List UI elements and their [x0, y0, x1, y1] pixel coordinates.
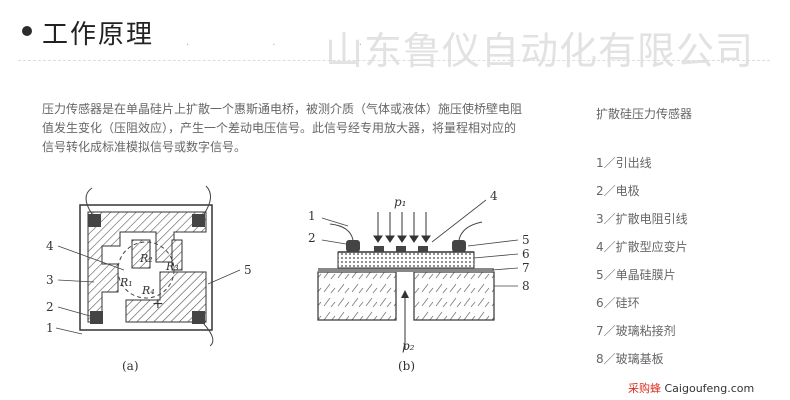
legend-item: 8／玻璃基板: [596, 352, 664, 366]
electrode: [88, 214, 101, 227]
plus-sign: +: [152, 296, 164, 312]
callout-a-5: 5: [244, 263, 252, 277]
callout-b-8: 8: [522, 279, 530, 293]
glass-substrate-right: [413, 271, 495, 321]
resistor-r3: R₃: [165, 260, 179, 273]
section-title: 工作原理: [42, 20, 155, 50]
watermark-cn: 采购蜂: [628, 382, 661, 395]
description-text: 压力传感器是在单晶硅片上扩散一个惠斯通电桥，被测介质（气体或液体）施压使桥壁电阻…: [42, 102, 523, 154]
electrode: [192, 214, 205, 227]
legend-item: 5／单晶硅膜片: [596, 268, 676, 282]
caption-a: (a): [122, 359, 139, 373]
pressure-p1: p₁: [394, 195, 407, 209]
callout-a-3: 3: [46, 273, 54, 287]
callout-b-1: 1: [308, 209, 316, 223]
header-decoration: · · ·: [186, 40, 402, 51]
diagram-a: 4 3 2 1 5 R₂ R₁ R₃ R₄ + (a): [46, 185, 252, 373]
title-bullet: [22, 26, 32, 36]
silicon-ring: [337, 251, 475, 269]
legend-item: 4／扩散型应变片: [596, 240, 688, 254]
callout-b-2: 2: [308, 231, 316, 245]
callout-b-6: 6: [522, 247, 530, 261]
electrode: [192, 311, 205, 324]
electrode: [90, 311, 103, 324]
pressure-p2: p₂: [402, 339, 415, 353]
watermark-en: Caigoufeng.com: [664, 382, 755, 395]
company-name: 山东鲁仪自动化有限公司: [325, 29, 755, 73]
glass-substrate-left: [317, 271, 397, 321]
callout-a-2: 2: [46, 300, 54, 314]
legend-item: 2／电极: [596, 184, 640, 198]
diaphragm-outline: [117, 241, 175, 299]
legend-title: 扩散硅压力传感器: [596, 107, 693, 121]
watermark: 采购蜂 Caigoufeng.com: [628, 380, 754, 396]
resistor-r4: R₄: [141, 284, 155, 297]
electrode-right: [452, 240, 466, 252]
legend-item: 3／扩散电阻引线: [596, 212, 688, 226]
callout-b-7: 7: [522, 261, 530, 275]
caption-b: (b): [398, 359, 415, 373]
header-divider: [18, 60, 770, 61]
callout-a-1: 1: [46, 321, 54, 335]
diagram-b: p₁ p₂ 1 2 4 5 6 7 8 (b): [308, 189, 530, 373]
glass-adhesive: [318, 268, 494, 272]
callout-b-4: 4: [490, 189, 498, 203]
legend-item: 7／玻璃粘接剂: [596, 324, 676, 338]
electrode-left: [346, 240, 360, 252]
callout-a-4: 4: [46, 239, 54, 253]
legend-item: 1／引出线: [596, 156, 652, 170]
diffusion-pattern: [87, 211, 207, 323]
legend-item: 6／硅环: [596, 296, 640, 310]
resistor-r1: R₁: [119, 276, 133, 289]
callout-b-5: 5: [522, 233, 530, 247]
legend-list: 1／引出线 2／电极 3／扩散电阻引线 4／扩散型应变片 5／单晶硅膜片 6／硅…: [596, 156, 688, 380]
resistor-r2: R₂: [139, 252, 153, 265]
